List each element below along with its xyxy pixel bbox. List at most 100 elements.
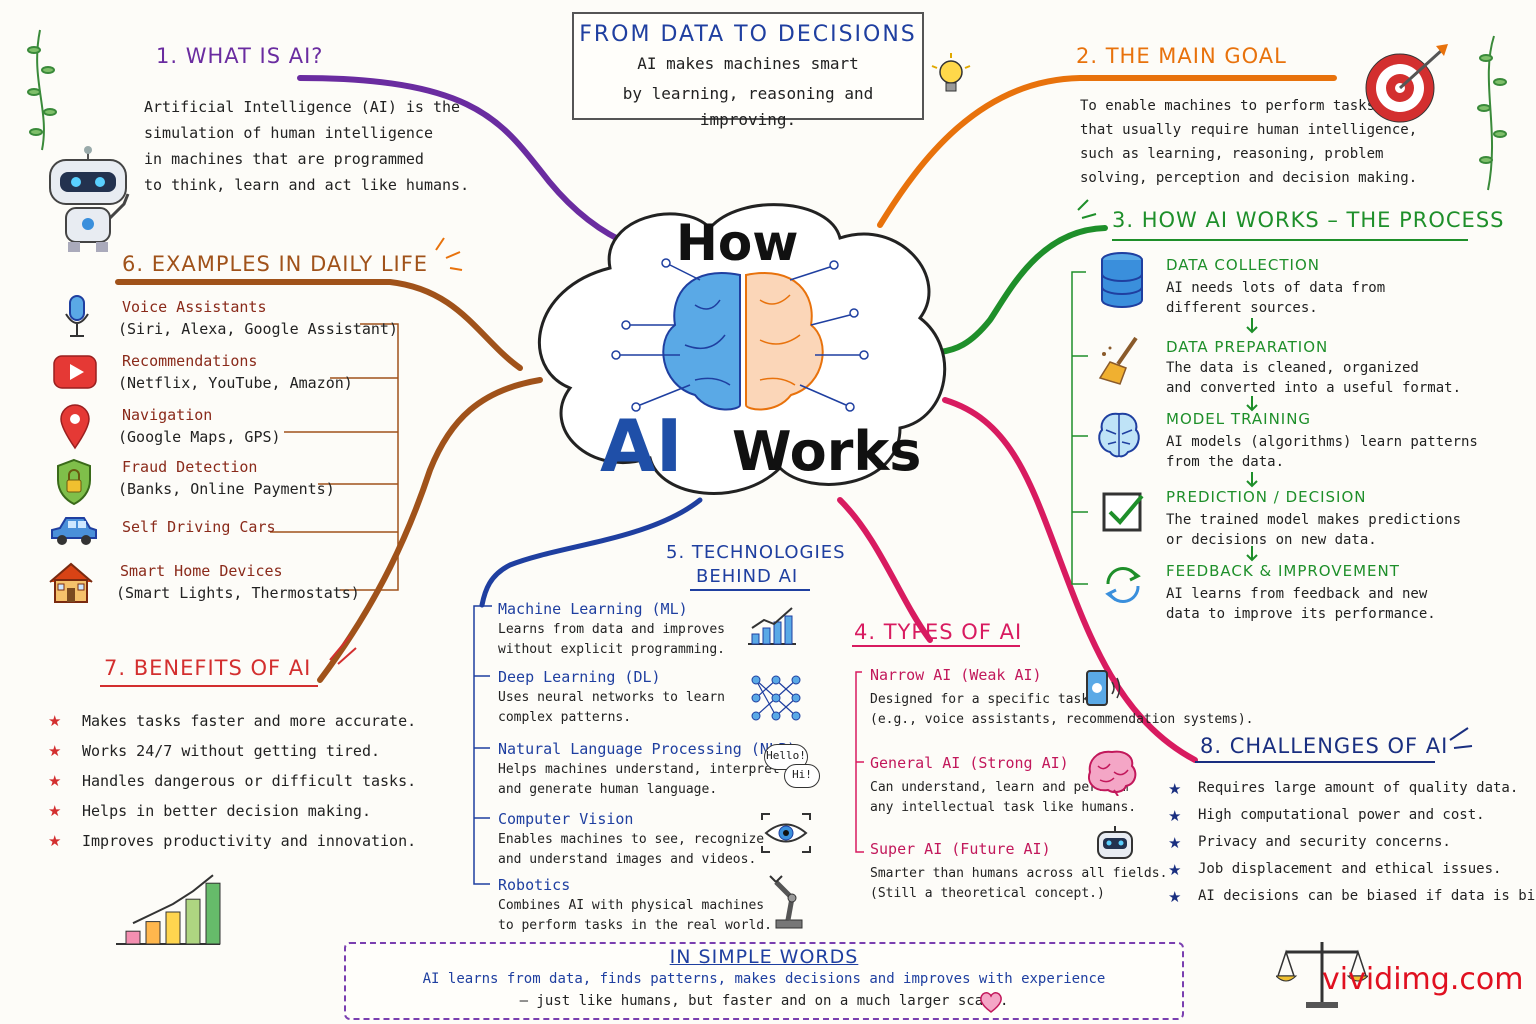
super-robot-icon bbox=[1097, 826, 1133, 859]
eye-icon bbox=[761, 813, 811, 853]
process-step-2-desc: The data is cleaned, organized and conve… bbox=[1166, 360, 1462, 396]
process-step-4-title: PREDICTION / DECISION bbox=[1166, 488, 1367, 506]
robot-icon bbox=[49, 146, 130, 252]
what-is-ai-title: 1. WHAT IS AI? bbox=[156, 44, 324, 68]
database-icon bbox=[1101, 252, 1143, 308]
bar-chart-bar bbox=[185, 898, 201, 945]
challenge-item: High computational power and cost. bbox=[1198, 807, 1485, 823]
tech-4-desc: Enables machines to see, recognize and u… bbox=[498, 832, 765, 867]
growth-chart-icon bbox=[748, 607, 796, 645]
example-1-name: Voice Assistants bbox=[122, 298, 267, 316]
benefit-star-icon: ★ bbox=[48, 772, 62, 790]
process-step-1-title: DATA COLLECTION bbox=[1166, 256, 1320, 274]
process-step-5-title: FEEDBACK & IMPROVEMENT bbox=[1166, 562, 1400, 580]
map-pin-icon bbox=[60, 404, 90, 450]
type-3-title: Super AI (Future AI) bbox=[870, 840, 1051, 858]
robotic-arm-icon bbox=[769, 875, 803, 929]
example-3-sub: (Google Maps, GPS) bbox=[118, 428, 281, 446]
car-icon bbox=[51, 517, 97, 545]
benefit-item: Handles dangerous or difficult tasks. bbox=[82, 772, 417, 790]
technologies-title-line1: 5. TECHNOLOGIES bbox=[666, 542, 846, 563]
challenge-star-icon: ★ bbox=[1168, 834, 1182, 852]
type-3-desc: Smarter than humans across all fields. (… bbox=[870, 866, 1168, 901]
process-title: 3. HOW AI WORKS – THE PROCESS bbox=[1112, 208, 1505, 232]
house-icon bbox=[49, 562, 93, 603]
benefit-item: Works 24/7 without getting tired. bbox=[82, 742, 381, 760]
example-1-sub: (Siri, Alexa, Google Assistant) bbox=[118, 320, 398, 338]
center-cloud bbox=[537, 203, 947, 495]
process-step-5-desc: AI learns from feedback and new data to … bbox=[1166, 586, 1436, 622]
challenge-star-icon: ★ bbox=[1168, 861, 1182, 879]
center-title-ai: AI bbox=[600, 404, 683, 488]
example-4-name: Fraud Detection bbox=[122, 458, 258, 476]
bar-chart-bar bbox=[145, 921, 161, 945]
challenge-item: Requires large amount of quality data. bbox=[1198, 780, 1519, 796]
type-1-desc: Designed for a specific task (e.g., voic… bbox=[870, 692, 1254, 727]
tech-2-desc: Uses neural networks to learn complex pa… bbox=[498, 690, 725, 725]
summary-line-1: AI learns from data, finds patterns, mak… bbox=[422, 971, 1106, 987]
process-step-2-title: DATA PREPARATION bbox=[1166, 338, 1329, 356]
tech-1-title: Machine Learning (ML) bbox=[498, 600, 688, 618]
bar-chart-trend-line bbox=[132, 874, 214, 925]
tech-1-desc: Learns from data and improves without ex… bbox=[498, 622, 725, 657]
benefits-bar-chart-icon bbox=[116, 874, 221, 945]
process-step-3-desc: AI models (algorithms) learn patterns fr… bbox=[1166, 434, 1478, 470]
benefit-item: Makes tasks faster and more accurate. bbox=[82, 712, 417, 730]
challenge-item: Privacy and security concerns. bbox=[1198, 834, 1451, 850]
type-1-title: Narrow AI (Weak AI) bbox=[870, 666, 1042, 684]
play-button-icon bbox=[53, 355, 97, 389]
watermark: vividimg.com bbox=[1322, 962, 1524, 997]
benefit-star-icon: ★ bbox=[48, 742, 62, 760]
what-is-ai-text: Artificial Intelligence (AI) is the simu… bbox=[144, 98, 470, 194]
process-step-4-desc: The trained model makes predictions or d… bbox=[1166, 512, 1462, 548]
example-6-name: Smart Home Devices bbox=[120, 562, 283, 580]
human-brain-icon bbox=[1088, 750, 1137, 796]
example-6-sub: (Smart Lights, Thermostats) bbox=[116, 584, 360, 602]
type-2-title: General AI (Strong AI) bbox=[870, 754, 1069, 772]
tech-5-title: Robotics bbox=[498, 876, 571, 894]
tech-3-title: Natural Language Processing (NLP) bbox=[498, 740, 797, 758]
challenge-star-icon: ★ bbox=[1168, 780, 1182, 798]
summary-box: IN SIMPLE WORDS AI learns from data, fin… bbox=[344, 942, 1184, 1020]
summary-title: IN SIMPLE WORDS bbox=[669, 946, 859, 968]
challenges-title: 8. CHALLENGES OF AI bbox=[1200, 734, 1449, 758]
example-4-sub: (Banks, Online Payments) bbox=[118, 480, 335, 498]
tech-2-title: Deep Learning (DL) bbox=[498, 668, 661, 686]
balance-scale-icon bbox=[1276, 942, 1368, 1008]
shield-lock-icon bbox=[57, 458, 91, 506]
type-2-desc: Can understand, learn and perform any in… bbox=[870, 780, 1137, 815]
technologies-title-line2: BEHIND AI bbox=[696, 566, 799, 587]
bar-chart-bar bbox=[125, 930, 141, 945]
benefits-title: 7. BENEFITS OF AI bbox=[104, 656, 312, 680]
main-goal-title: 2. THE MAIN GOAL bbox=[1076, 44, 1287, 68]
tech-5-desc: Combines AI with physical machines to pe… bbox=[498, 898, 772, 933]
microphone-icon bbox=[65, 295, 89, 337]
smartphone-icon bbox=[1086, 670, 1121, 706]
example-5-name: Self Driving Cars bbox=[122, 518, 276, 536]
center-title-how: How bbox=[676, 214, 799, 272]
challenge-item: AI decisions can be biased if data is bi… bbox=[1198, 888, 1536, 904]
benefit-item: Improves productivity and innovation. bbox=[82, 832, 417, 850]
tech-3-desc: Helps machines understand, interpret and… bbox=[498, 762, 780, 797]
tech-4-title: Computer Vision bbox=[498, 810, 634, 828]
bar-chart-bar bbox=[165, 911, 181, 945]
summary-line-2: – just like humans, but faster and on a … bbox=[519, 993, 1009, 1009]
broom-icon bbox=[1098, 336, 1138, 385]
example-3-name: Navigation bbox=[122, 406, 213, 424]
banner-line-2: by learning, reasoning and improving. bbox=[622, 84, 874, 129]
refresh-icon bbox=[1105, 566, 1141, 604]
checkbox-icon bbox=[1102, 492, 1144, 532]
process-step-1-desc: AI needs lots of data from different sou… bbox=[1166, 280, 1386, 316]
challenge-star-icon: ★ bbox=[1168, 888, 1182, 906]
benefit-item: Helps in better decision making. bbox=[82, 802, 371, 820]
main-goal-text: To enable machines to perform tasks that… bbox=[1080, 98, 1418, 186]
speech-bubble-hi: Hi! bbox=[784, 764, 820, 788]
example-2-sub: (Netflix, YouTube, Amazon) bbox=[118, 374, 353, 392]
benefit-star-icon: ★ bbox=[48, 802, 62, 820]
ai-brain-icon bbox=[1098, 412, 1140, 458]
target-icon bbox=[1365, 44, 1448, 123]
examples-title: 6. EXAMPLES IN DAILY LIFE bbox=[122, 252, 429, 276]
challenge-star-icon: ★ bbox=[1168, 807, 1182, 825]
banner-box: FROM DATA TO DECISIONS AI makes machines… bbox=[572, 12, 924, 129]
